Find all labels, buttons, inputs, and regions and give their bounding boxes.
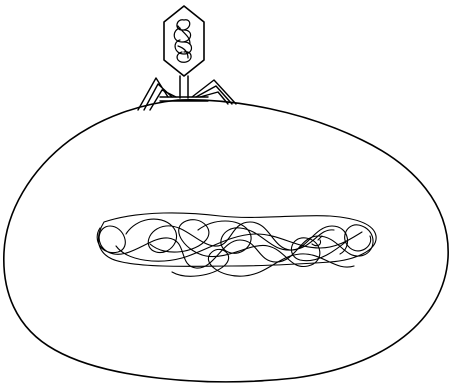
phage-capsid-head [164,6,204,76]
dna-strand-5 [116,232,362,276]
dna-coil [97,213,376,276]
bacteriophage [138,6,236,110]
phage-base-plate [160,97,208,101]
dna-strand-2 [98,213,376,266]
dna-strand-6 [198,221,334,253]
phage-head-genome [174,20,191,62]
phage-tail-sheath [180,76,188,98]
dna-strand-4 [150,220,348,267]
